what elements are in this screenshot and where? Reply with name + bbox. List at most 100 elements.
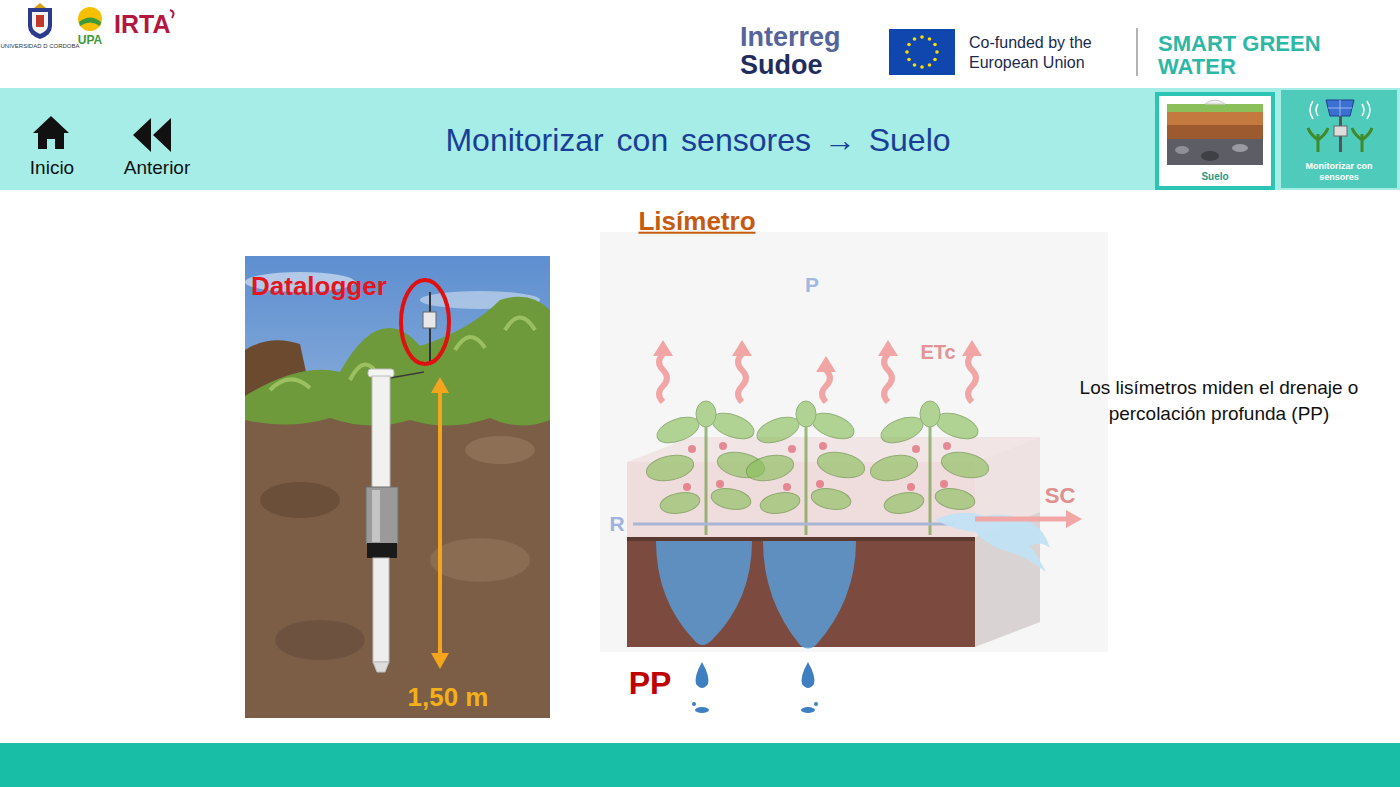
lysimeter-scheme [600,232,1108,652]
lysimeter-photo [366,487,398,544]
lysimeter-photo [245,297,550,426]
eu-flag [907,58,911,62]
eu-flag [905,50,909,54]
datalogger-ring [401,280,449,364]
lysimeter-scheme [653,340,673,356]
lysimeter-photo [373,662,389,672]
back-icon [133,118,171,152]
lysimeter-photo [245,256,550,718]
university-name: UNIVERSIDAD D CORDOBA [0,43,79,50]
sensor-tab: Monitorizar con sensores [1281,90,1397,188]
soil-thumbnail [1167,104,1263,112]
eu-flag [920,35,924,39]
university-crest [28,8,52,39]
lysimeter-photo [275,620,365,660]
lysimeter-scheme [975,517,1068,522]
eu-flag [907,43,911,47]
sensor-thumbnail [1281,90,1397,188]
lysimeter-photo [372,376,390,488]
lysimeter-scheme [878,340,898,356]
soil-tab: Suelo [1155,92,1275,190]
lysimeter-scheme [695,707,709,713]
page-title: Monitorizar con sensores → Suelo [445,123,950,158]
depth-arrow [431,377,449,393]
back-label: Anterior [124,158,191,179]
university-crest [36,15,44,27]
home-icon [33,116,69,149]
lysimeter-photo [465,436,535,464]
soil-thumbnail [1155,92,1275,190]
upa-logo [78,7,102,31]
soil-thumbnail [1205,100,1225,104]
interreg-name: Interreg [740,23,841,53]
flux-label: P [805,273,819,296]
lysimeter-scheme [802,662,815,688]
depth-arrow [438,390,442,656]
depth-arrow [431,653,449,669]
node-text: Monitorizar con sensores [1289,161,1389,182]
note: Los lisímetros miden el drenaje o percol… [1054,375,1384,427]
irta-mark [170,10,174,18]
lysimeter-photo [245,400,550,718]
lysimeter-scheme [816,356,836,372]
eu-flag [928,37,932,41]
sudoe-name: Sudoe [740,51,823,81]
eu-flag [889,29,955,75]
soil-thumbnail [1232,144,1248,152]
lysimeter-scheme [962,340,982,356]
separator-line [1136,28,1138,76]
university-crest [34,3,46,8]
lysimeter-scheme [744,401,867,535]
soil-thumbnail [1201,151,1219,161]
node-text: Suelo [1201,171,1228,183]
part-name: Datalogger [251,272,387,301]
upa-name: UPA [78,34,102,47]
project-name: SMART GREEN WATER [1158,32,1348,78]
soil-thumbnail [1167,125,1263,139]
sensor-thumbnail [1352,128,1372,152]
footer-band [0,743,1400,787]
lysimeter-photo [245,256,550,718]
lysimeter-scheme [633,523,955,526]
lysimeter-photo [373,558,389,662]
soil-thumbnail [1167,139,1263,165]
lysimeter-scheme [763,541,856,649]
eu-flag [933,58,937,62]
lysimeter-scheme [935,513,1050,572]
lysimeter-scheme [968,354,976,402]
lysimeter-scheme [814,702,818,706]
upa-logo [79,18,101,27]
soil-thumbnail [1175,146,1189,154]
university-crest [32,12,48,34]
lysimeter-scheme [732,340,752,356]
lysimeter-scheme [801,707,815,713]
lysimeter-scheme [653,340,982,372]
eu-cofunding: Co-funded by the European Union [969,33,1129,73]
eu-flag [935,50,939,54]
lysimeter-photo [372,490,380,542]
lysimeter-scheme [656,541,752,645]
eu-flag [920,65,924,69]
lysimeter-scheme [627,537,975,541]
sensor-thumbnail [1326,100,1354,116]
eu-flag [928,63,932,67]
eu-flag [889,29,955,75]
upa-logo [78,7,102,31]
lysimeter-scheme [659,354,667,402]
irta-name: IRTA [114,11,170,39]
sensor-thumbnail [1308,128,1328,152]
lysimeter-photo [260,482,340,518]
lysimeter-photo [430,538,530,582]
eu-flag [913,63,917,67]
lysimeter-scheme [692,702,696,706]
university-crest [28,3,52,39]
lysimeter-photo [367,543,397,558]
lysimeter-scheme [1066,510,1082,528]
flux-label: SC [1045,484,1076,508]
irta-mark [170,10,174,18]
eu-flag [933,43,937,47]
sensor-thumbnail [1334,126,1347,136]
flux-label: PP [629,666,672,701]
lysimeter-scheme [696,662,709,688]
